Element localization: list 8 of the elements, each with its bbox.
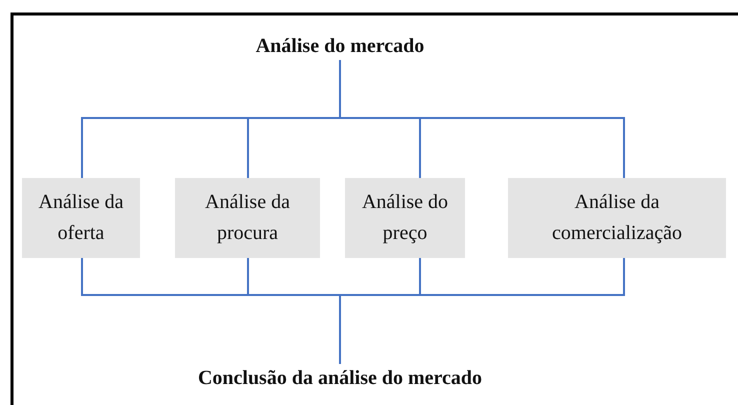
connector-line — [339, 258, 625, 364]
process-box: Análise da oferta — [22, 178, 140, 258]
heading-text: Conclusão da análise do mercado — [150, 364, 530, 392]
process-box: Análise do preço — [345, 178, 465, 258]
process-box: Análise da procura — [175, 178, 320, 258]
connector-line — [339, 60, 625, 178]
heading-text: Análise do mercado — [240, 32, 440, 60]
process-box: Análise da comercialização — [508, 178, 726, 258]
